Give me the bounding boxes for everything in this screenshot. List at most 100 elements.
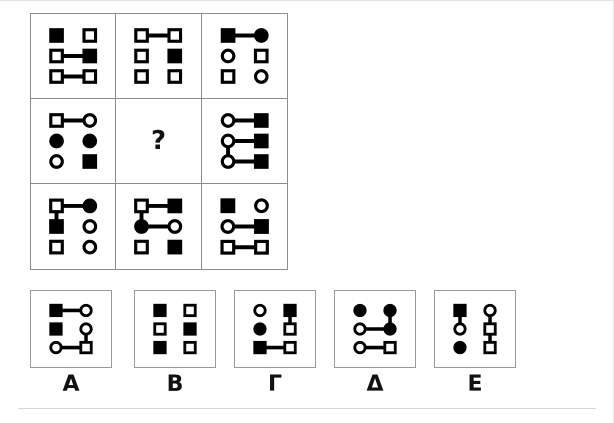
figure-r3c2 [134, 198, 183, 255]
figure-r1c3 [220, 28, 269, 84]
answer-option-opt-b[interactable]: Β [134, 290, 216, 396]
node-tl-circle-solid [353, 303, 367, 318]
node-ml-circle-hollow [453, 322, 467, 336]
node-bl-square-hollow [134, 69, 150, 84]
node-ml-square-hollow [49, 48, 64, 64]
node-br-square-hollow [283, 340, 297, 355]
node-tr-square-hollow [167, 28, 183, 43]
node-ml-square-solid [49, 219, 64, 234]
missing-cell-question-mark: ? [150, 126, 167, 156]
answer-option-box-opt-g[interactable] [234, 290, 316, 368]
node-ml-circle-hollow [220, 133, 236, 149]
node-ml-square-hollow [153, 322, 167, 336]
node-mr-circle-hollow [79, 322, 93, 336]
node-ml-circle-hollow [220, 48, 236, 64]
answer-option-opt-a[interactable]: Α [30, 290, 112, 396]
answer-option-label-opt-e: Ε [467, 372, 483, 397]
node-bl-square-hollow [134, 239, 150, 255]
node-ml-circle-solid [134, 219, 150, 234]
node-mr-circle-solid [383, 322, 397, 336]
matrix-cell-r3c1 [31, 184, 117, 269]
node-ml-square-solid [49, 322, 63, 336]
node-tr-square-solid [167, 198, 183, 214]
node-tl-square-solid [49, 28, 64, 43]
node-bl-square-hollow [220, 69, 236, 84]
node-tl-square-solid [453, 303, 467, 318]
node-ml-circle-solid [253, 322, 267, 336]
node-br-square-hollow [183, 340, 197, 355]
matrix-grid: ? [30, 13, 288, 270]
answer-option-opt-d[interactable]: Δ [334, 290, 416, 396]
matrix-cell-r2c2: ? [116, 99, 202, 184]
answer-option-box-opt-a[interactable] [30, 290, 112, 368]
node-tr-circle-hollow [82, 113, 98, 128]
answer-option-opt-g[interactable]: Γ [234, 290, 316, 396]
node-br-square-solid [253, 154, 269, 169]
node-mr-square-solid [183, 322, 197, 336]
matrix-cell-r1c3 [201, 14, 287, 99]
node-mr-circle-solid [82, 133, 98, 149]
node-br-circle-hollow [82, 239, 98, 255]
node-mr-square-hollow [253, 48, 269, 64]
node-tl-square-hollow [49, 113, 64, 128]
node-tl-square-solid [220, 28, 236, 43]
node-mr-square-solid [82, 48, 98, 64]
node-tl-circle-hollow [220, 113, 236, 128]
node-tl-square-solid [49, 303, 63, 318]
page-bottom-divider [18, 408, 596, 409]
figure-r2c3 [220, 113, 269, 169]
node-bl-square-hollow [220, 239, 235, 255]
node-bl-circle-hollow [49, 154, 64, 169]
answer-option-box-opt-e[interactable] [434, 290, 516, 368]
node-bl-square-solid [253, 340, 267, 355]
node-mr-square-solid [167, 48, 183, 64]
node-tl-square-hollow [134, 198, 150, 214]
node-br-square-hollow [79, 340, 93, 355]
answer-option-label-opt-g: Γ [267, 372, 283, 397]
node-tr-circle-hollow [79, 303, 93, 318]
figure-opt-g [253, 303, 297, 355]
node-tr-square-solid [283, 303, 297, 318]
node-ml-circle-hollow [353, 322, 367, 336]
matrix-cell-r3c3 [202, 184, 287, 269]
node-tr-circle-solid [383, 303, 397, 318]
answer-options-row: Α Β Γ Δ Ε [30, 290, 516, 405]
node-bl-square-hollow [49, 69, 64, 84]
answer-option-label-opt-d: Δ [366, 372, 384, 397]
node-mr-square-hollow [283, 322, 297, 336]
node-tr-circle-hollow [253, 198, 269, 214]
figure-r2c1 [49, 113, 98, 169]
node-tr-circle-solid [253, 28, 269, 43]
node-br-square-hollow [483, 340, 497, 355]
figure-r1c2 [134, 28, 183, 84]
page-top-rule [0, 0, 614, 1]
node-bl-circle-hollow [353, 340, 367, 355]
node-br-circle-hollow [253, 69, 269, 84]
node-bl-circle-hollow [49, 340, 63, 355]
node-bl-circle-solid [453, 340, 467, 355]
node-bl-square-solid [153, 340, 167, 355]
answer-option-box-opt-b[interactable] [134, 290, 216, 368]
node-br-square-solid [167, 239, 183, 255]
answer-option-opt-e[interactable]: Ε [434, 290, 516, 396]
node-bl-square-hollow [49, 239, 64, 255]
figure-opt-a [49, 303, 93, 355]
node-mr-circle-hollow [82, 219, 98, 234]
node-br-square-solid [82, 154, 98, 169]
node-ml-square-hollow [134, 48, 150, 64]
node-mr-circle-hollow [167, 219, 183, 234]
matrix-cell-r1c1 [31, 14, 117, 99]
answer-option-box-opt-d[interactable] [334, 290, 416, 368]
node-tr-circle-hollow [483, 303, 497, 318]
node-br-square-hollow [167, 69, 183, 84]
node-tl-circle-hollow [253, 303, 267, 318]
matrix-cell-r1c2 [116, 14, 202, 99]
figure-r3c3 [220, 198, 269, 255]
answer-option-label-opt-a: Α [62, 372, 80, 397]
matrix-cell-r2c1 [31, 99, 117, 184]
node-br-square-hollow [383, 340, 397, 355]
node-tl-square-hollow [134, 28, 150, 43]
node-tr-square-hollow [183, 303, 197, 318]
node-tl-square-solid [153, 303, 167, 318]
node-mr-square-hollow [483, 322, 497, 336]
